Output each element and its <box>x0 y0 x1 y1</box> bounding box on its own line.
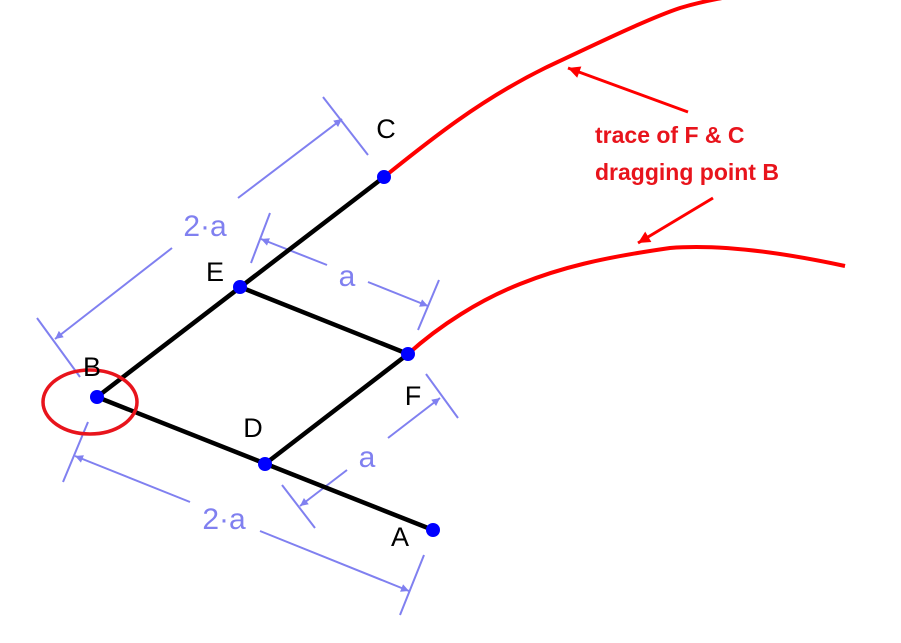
dimension-ba-label: 2·a <box>202 503 246 536</box>
annotation-arrow-f <box>637 196 714 245</box>
point-b[interactable] <box>90 390 104 404</box>
annotation-line-1: trace of F & C <box>595 122 745 148</box>
point-c-label: C <box>376 114 396 144</box>
point-d-label: D <box>243 413 263 443</box>
point-a-label: A <box>391 522 409 552</box>
dimension-ba: 2·a <box>62 421 425 616</box>
segment-df <box>263 352 410 466</box>
dimension-bc-label: 2·a <box>183 210 227 243</box>
point-e[interactable] <box>233 280 247 294</box>
point-f-label: F <box>405 381 422 411</box>
point-c[interactable] <box>377 170 391 184</box>
dimension-df-label: a <box>359 441 376 474</box>
point-b-label: B <box>83 352 101 382</box>
drag-highlight-ellipse <box>41 368 139 436</box>
point-e-label: E <box>206 257 224 287</box>
dimension-ef: a <box>250 212 440 331</box>
dimension-df: a <box>281 373 459 529</box>
segment-ef <box>239 284 409 357</box>
point-d[interactable] <box>258 457 272 471</box>
dimension-bc: 2·a <box>36 96 369 378</box>
trace-f-curve <box>406 245 846 356</box>
annotation-line-2: dragging point B <box>595 159 779 185</box>
dimension-ef-label: a <box>339 260 356 293</box>
trace-c-curve <box>382 0 723 179</box>
annotation-arrow-c <box>567 66 689 114</box>
point-f[interactable] <box>401 347 415 361</box>
point-a[interactable] <box>426 523 440 537</box>
